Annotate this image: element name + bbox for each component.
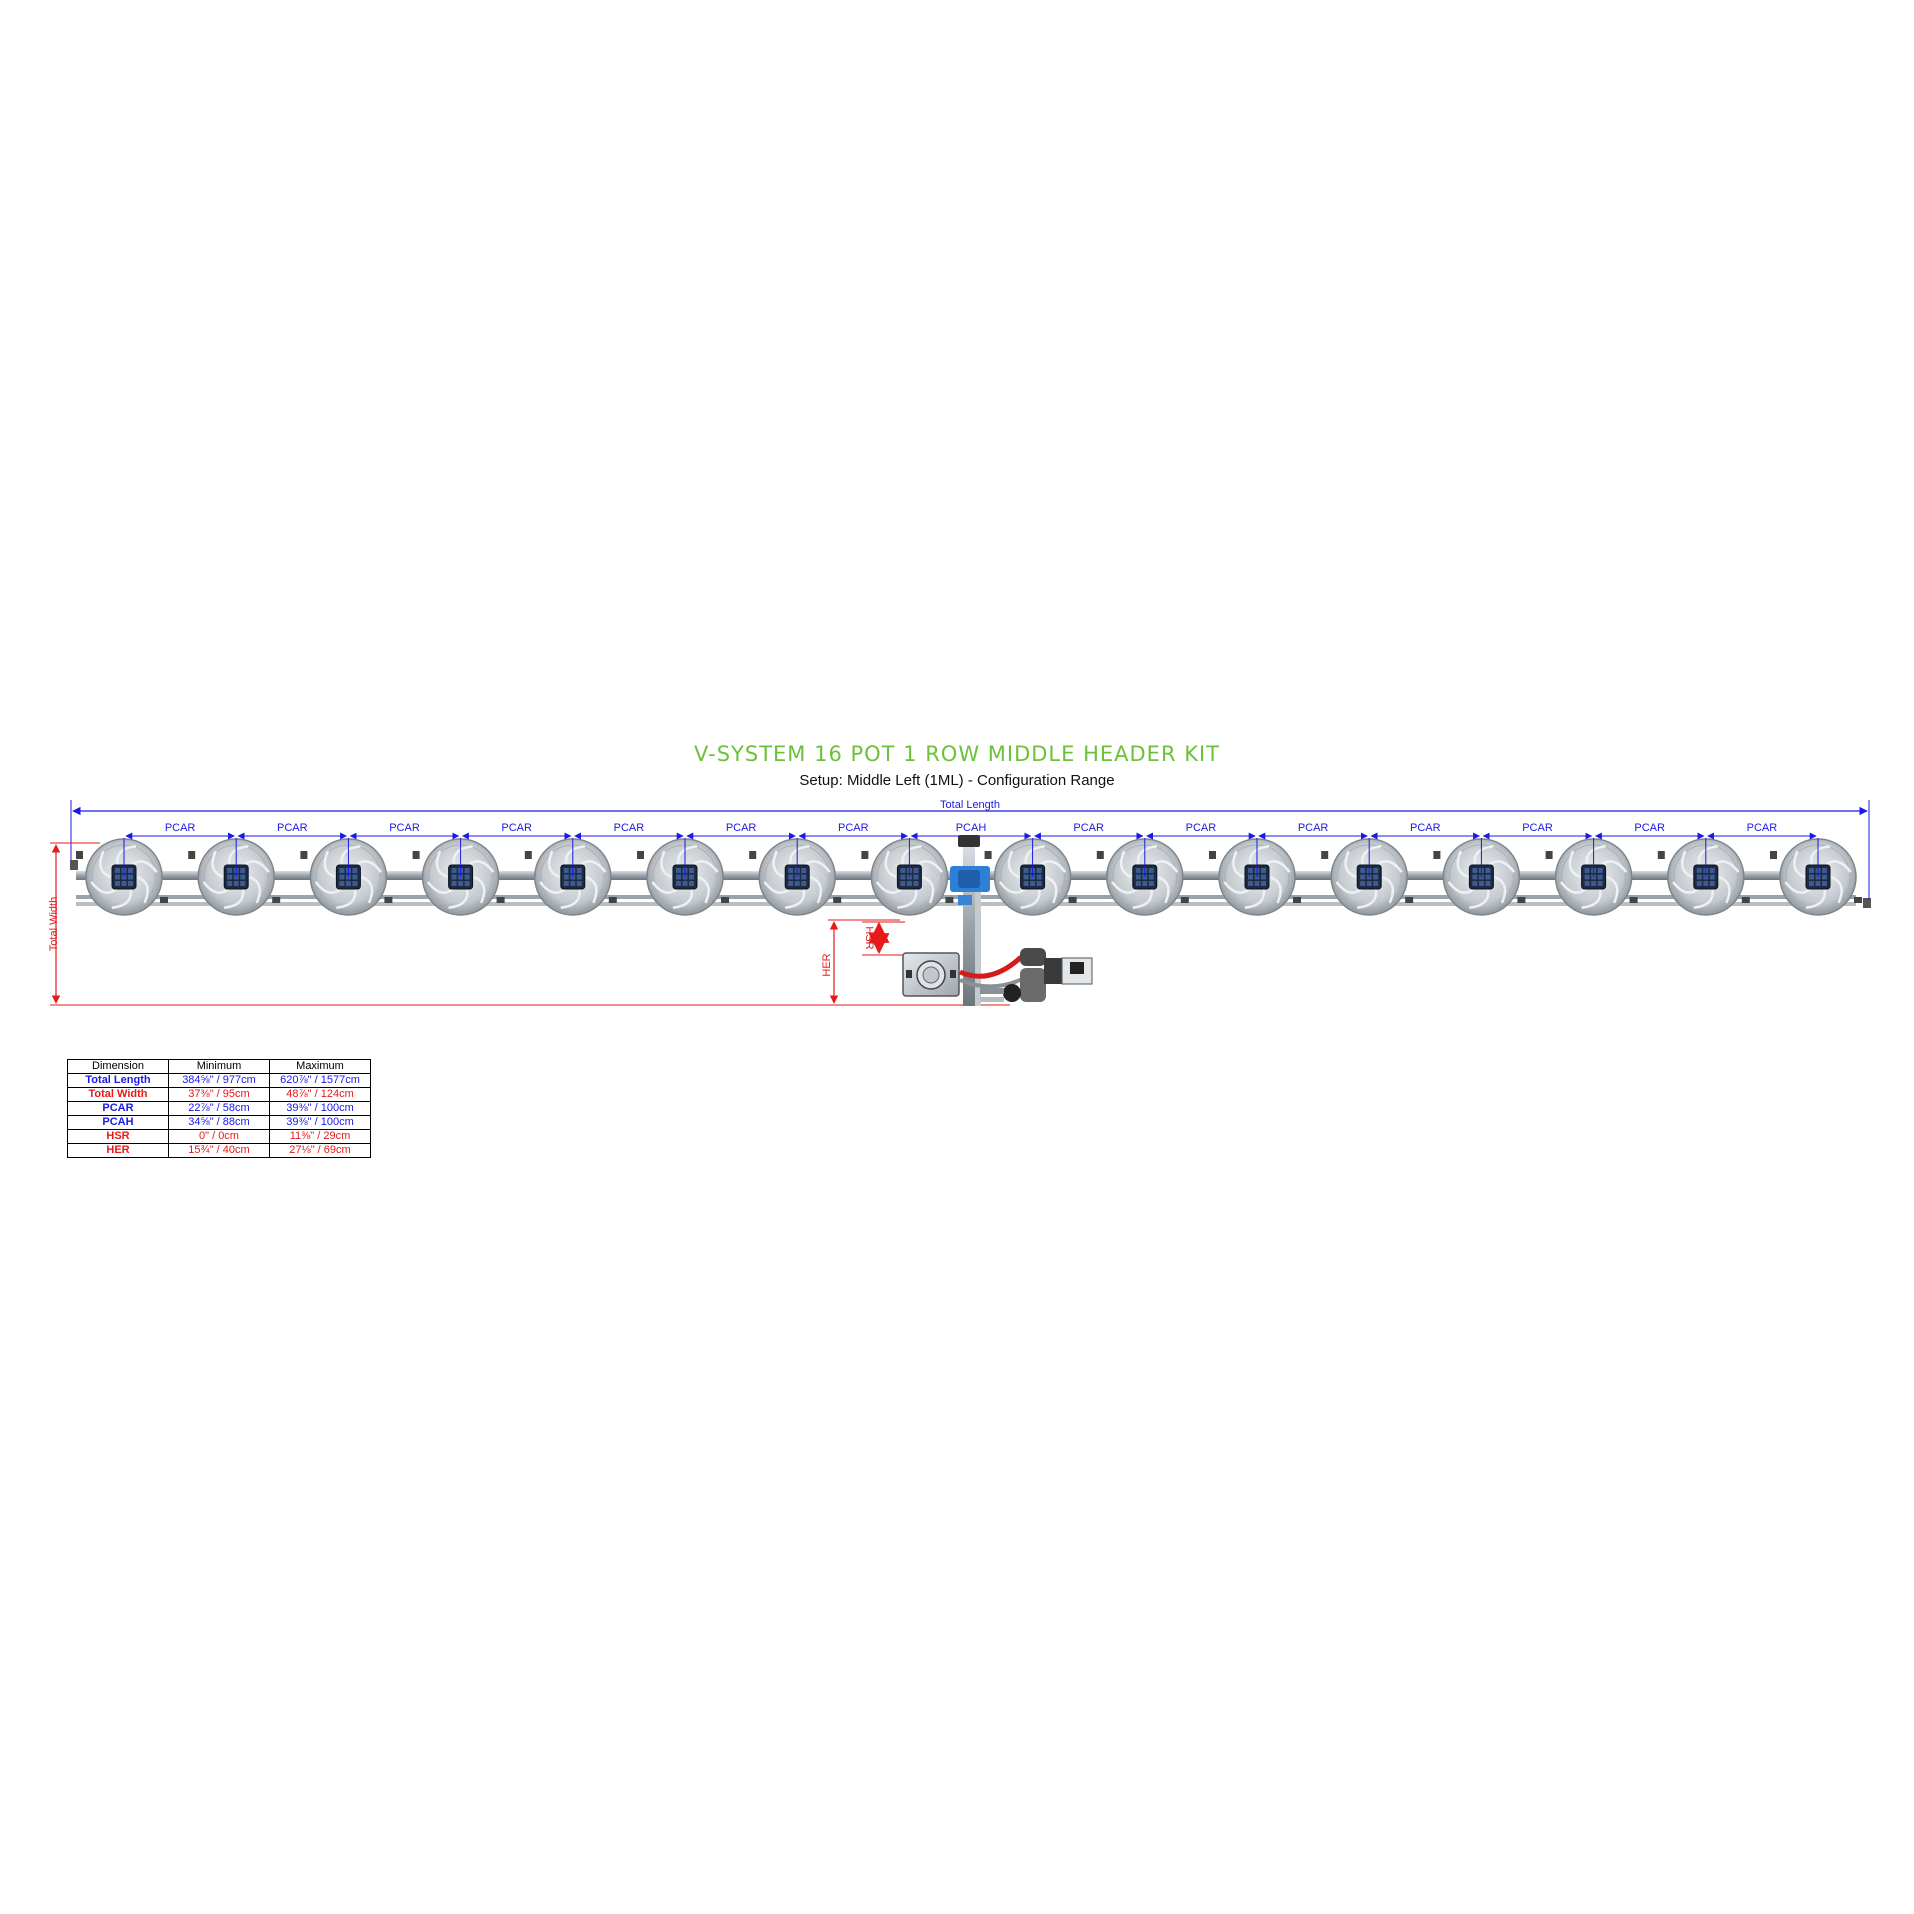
spacing-label: PCAR: [501, 822, 532, 834]
total-length-label: Total Length: [940, 799, 1000, 811]
diagram-title: V-SYSTEM 16 POT 1 ROW MIDDLE HEADER KIT: [694, 742, 1220, 766]
pot: [1433, 838, 1526, 916]
spacing-label: PCAH: [956, 822, 987, 834]
spacing-label: PCAR: [1186, 822, 1217, 834]
spacing-label: PCAR: [726, 822, 757, 834]
pot: [1209, 838, 1301, 916]
row-maximum: 27⅛" / 69cm: [269, 1143, 371, 1158]
table-header-maximum: Maximum: [269, 1059, 371, 1074]
pot: [412, 838, 505, 916]
pot: [637, 838, 729, 916]
her-label: HER: [821, 953, 833, 976]
row-minimum: 37⅜" / 95cm: [168, 1087, 270, 1102]
pot: [984, 838, 1077, 916]
spacing-label: PCAR: [389, 822, 420, 834]
row-minimum: 22⅞" / 58cm: [168, 1101, 270, 1116]
pot: [188, 838, 281, 916]
header-riser-pipe-2: [975, 870, 981, 1006]
pot: [1096, 838, 1189, 916]
diagram-subtitle: Setup: Middle Left (1ML) - Configuration…: [799, 772, 1115, 789]
table-header-minimum: Minimum: [168, 1059, 270, 1074]
pot: [300, 838, 393, 916]
pot: [749, 838, 842, 916]
pot-row: [76, 838, 1862, 916]
spacing-label: PCAR: [1747, 822, 1778, 834]
spacing-label: PCAR: [614, 822, 645, 834]
row-maximum: 48⅞" / 124cm: [269, 1087, 371, 1102]
reservoir-tank: [902, 952, 960, 997]
table-row: Total Width 37⅜" / 95cm 48⅞" / 124cm: [67, 1087, 371, 1102]
header-top-cap: [958, 835, 980, 847]
header-assembly: [950, 835, 990, 1006]
pot: [1770, 838, 1862, 916]
row-minimum: 34⅝" / 88cm: [168, 1115, 270, 1130]
table-row: Total Length 384⅝" / 977cm 620⅞" / 1577c…: [67, 1073, 371, 1088]
hsr-label: HSR: [863, 926, 875, 949]
spacing-label: PCAR: [1410, 822, 1441, 834]
row-minimum: 0" / 0cm: [168, 1129, 270, 1144]
table-row: HSR 0" / 0cm 11⅜" / 29cm: [67, 1129, 371, 1144]
spacing-label: PCAR: [165, 822, 196, 834]
pot: [1657, 838, 1750, 916]
pipe-end-cap-right: [1863, 898, 1871, 908]
row-dimension: PCAH: [67, 1115, 169, 1130]
pump-assembly: [959, 948, 1093, 1002]
table-row: PCAH 34⅝" / 88cm 39⅜" / 100cm: [67, 1115, 371, 1130]
row-maximum: 11⅜" / 29cm: [269, 1129, 371, 1144]
total-width-label: Total Width: [48, 897, 60, 951]
row-dimension: HSR: [67, 1129, 169, 1144]
pot: [1545, 838, 1638, 916]
table-header-row: Dimension Minimum Maximum: [67, 1059, 371, 1074]
row-dimension: Total Length: [67, 1073, 169, 1088]
pot: [1321, 838, 1414, 916]
pot: [861, 838, 954, 916]
pipe-end-cap-left: [70, 860, 78, 870]
row-minimum: 384⅝" / 977cm: [168, 1073, 270, 1088]
spacing-dimensions: PCAR PCAR PCAR PCAR PCAR PCAR PCAR PCAH PCAR PCAR…: [125, 822, 1817, 840]
spacing-label: PCAR: [1634, 822, 1665, 834]
spacing-label: PCAR: [1298, 822, 1329, 834]
spacing-label: PCAR: [1522, 822, 1553, 834]
dimensions-table: Dimension Minimum Maximum Total Length 3…: [67, 1059, 371, 1158]
row-maximum: 39⅜" / 100cm: [269, 1101, 371, 1116]
table-row: PCAR 22⅞" / 58cm 39⅜" / 100cm: [67, 1101, 371, 1116]
row-minimum: 15¾" / 40cm: [168, 1143, 270, 1158]
spacing-label: PCAR: [838, 822, 869, 834]
row-dimension: PCAR: [67, 1101, 169, 1116]
table-row: HER 15¾" / 40cm 27⅛" / 69cm: [67, 1143, 371, 1158]
pot: [524, 838, 617, 916]
row-maximum: 39⅜" / 100cm: [269, 1115, 371, 1130]
row-dimension: Total Width: [67, 1087, 169, 1102]
header-manifold-valve: [958, 870, 980, 888]
row-dimension: HER: [67, 1143, 169, 1158]
spacing-label: PCAR: [277, 822, 308, 834]
spacing-label: PCAR: [1073, 822, 1104, 834]
header-elbow: [958, 895, 972, 905]
pot: [76, 838, 168, 916]
row-maximum: 620⅞" / 1577cm: [269, 1073, 371, 1088]
table-header-dimension: Dimension: [67, 1059, 169, 1074]
